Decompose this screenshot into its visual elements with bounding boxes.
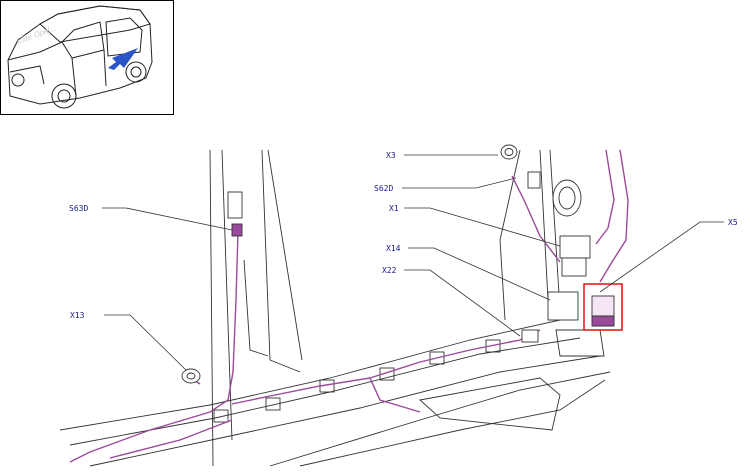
location-arrow-icon xyxy=(108,48,138,70)
wiring-harness xyxy=(69,149,629,463)
callout-s62d: S62D xyxy=(374,184,393,193)
highlight-box-x5 xyxy=(583,283,623,331)
callout-x22: X22 xyxy=(382,266,397,275)
callout-labels: X3 S62D X1 X5 S63D X14 X22 X13 xyxy=(69,151,738,320)
callout-x1: X1 xyxy=(389,204,399,213)
callout-x3: X3 xyxy=(386,151,396,160)
callout-x13: X13 xyxy=(70,311,85,320)
car-thumbnail: Elite Opel... xyxy=(0,0,174,115)
callout-x5: X5 xyxy=(728,218,738,227)
connectors xyxy=(181,144,615,384)
leader-lines xyxy=(102,154,724,371)
callout-s63d: S63D xyxy=(69,204,88,213)
body-structure xyxy=(59,149,611,467)
callout-x14: X14 xyxy=(386,244,401,253)
